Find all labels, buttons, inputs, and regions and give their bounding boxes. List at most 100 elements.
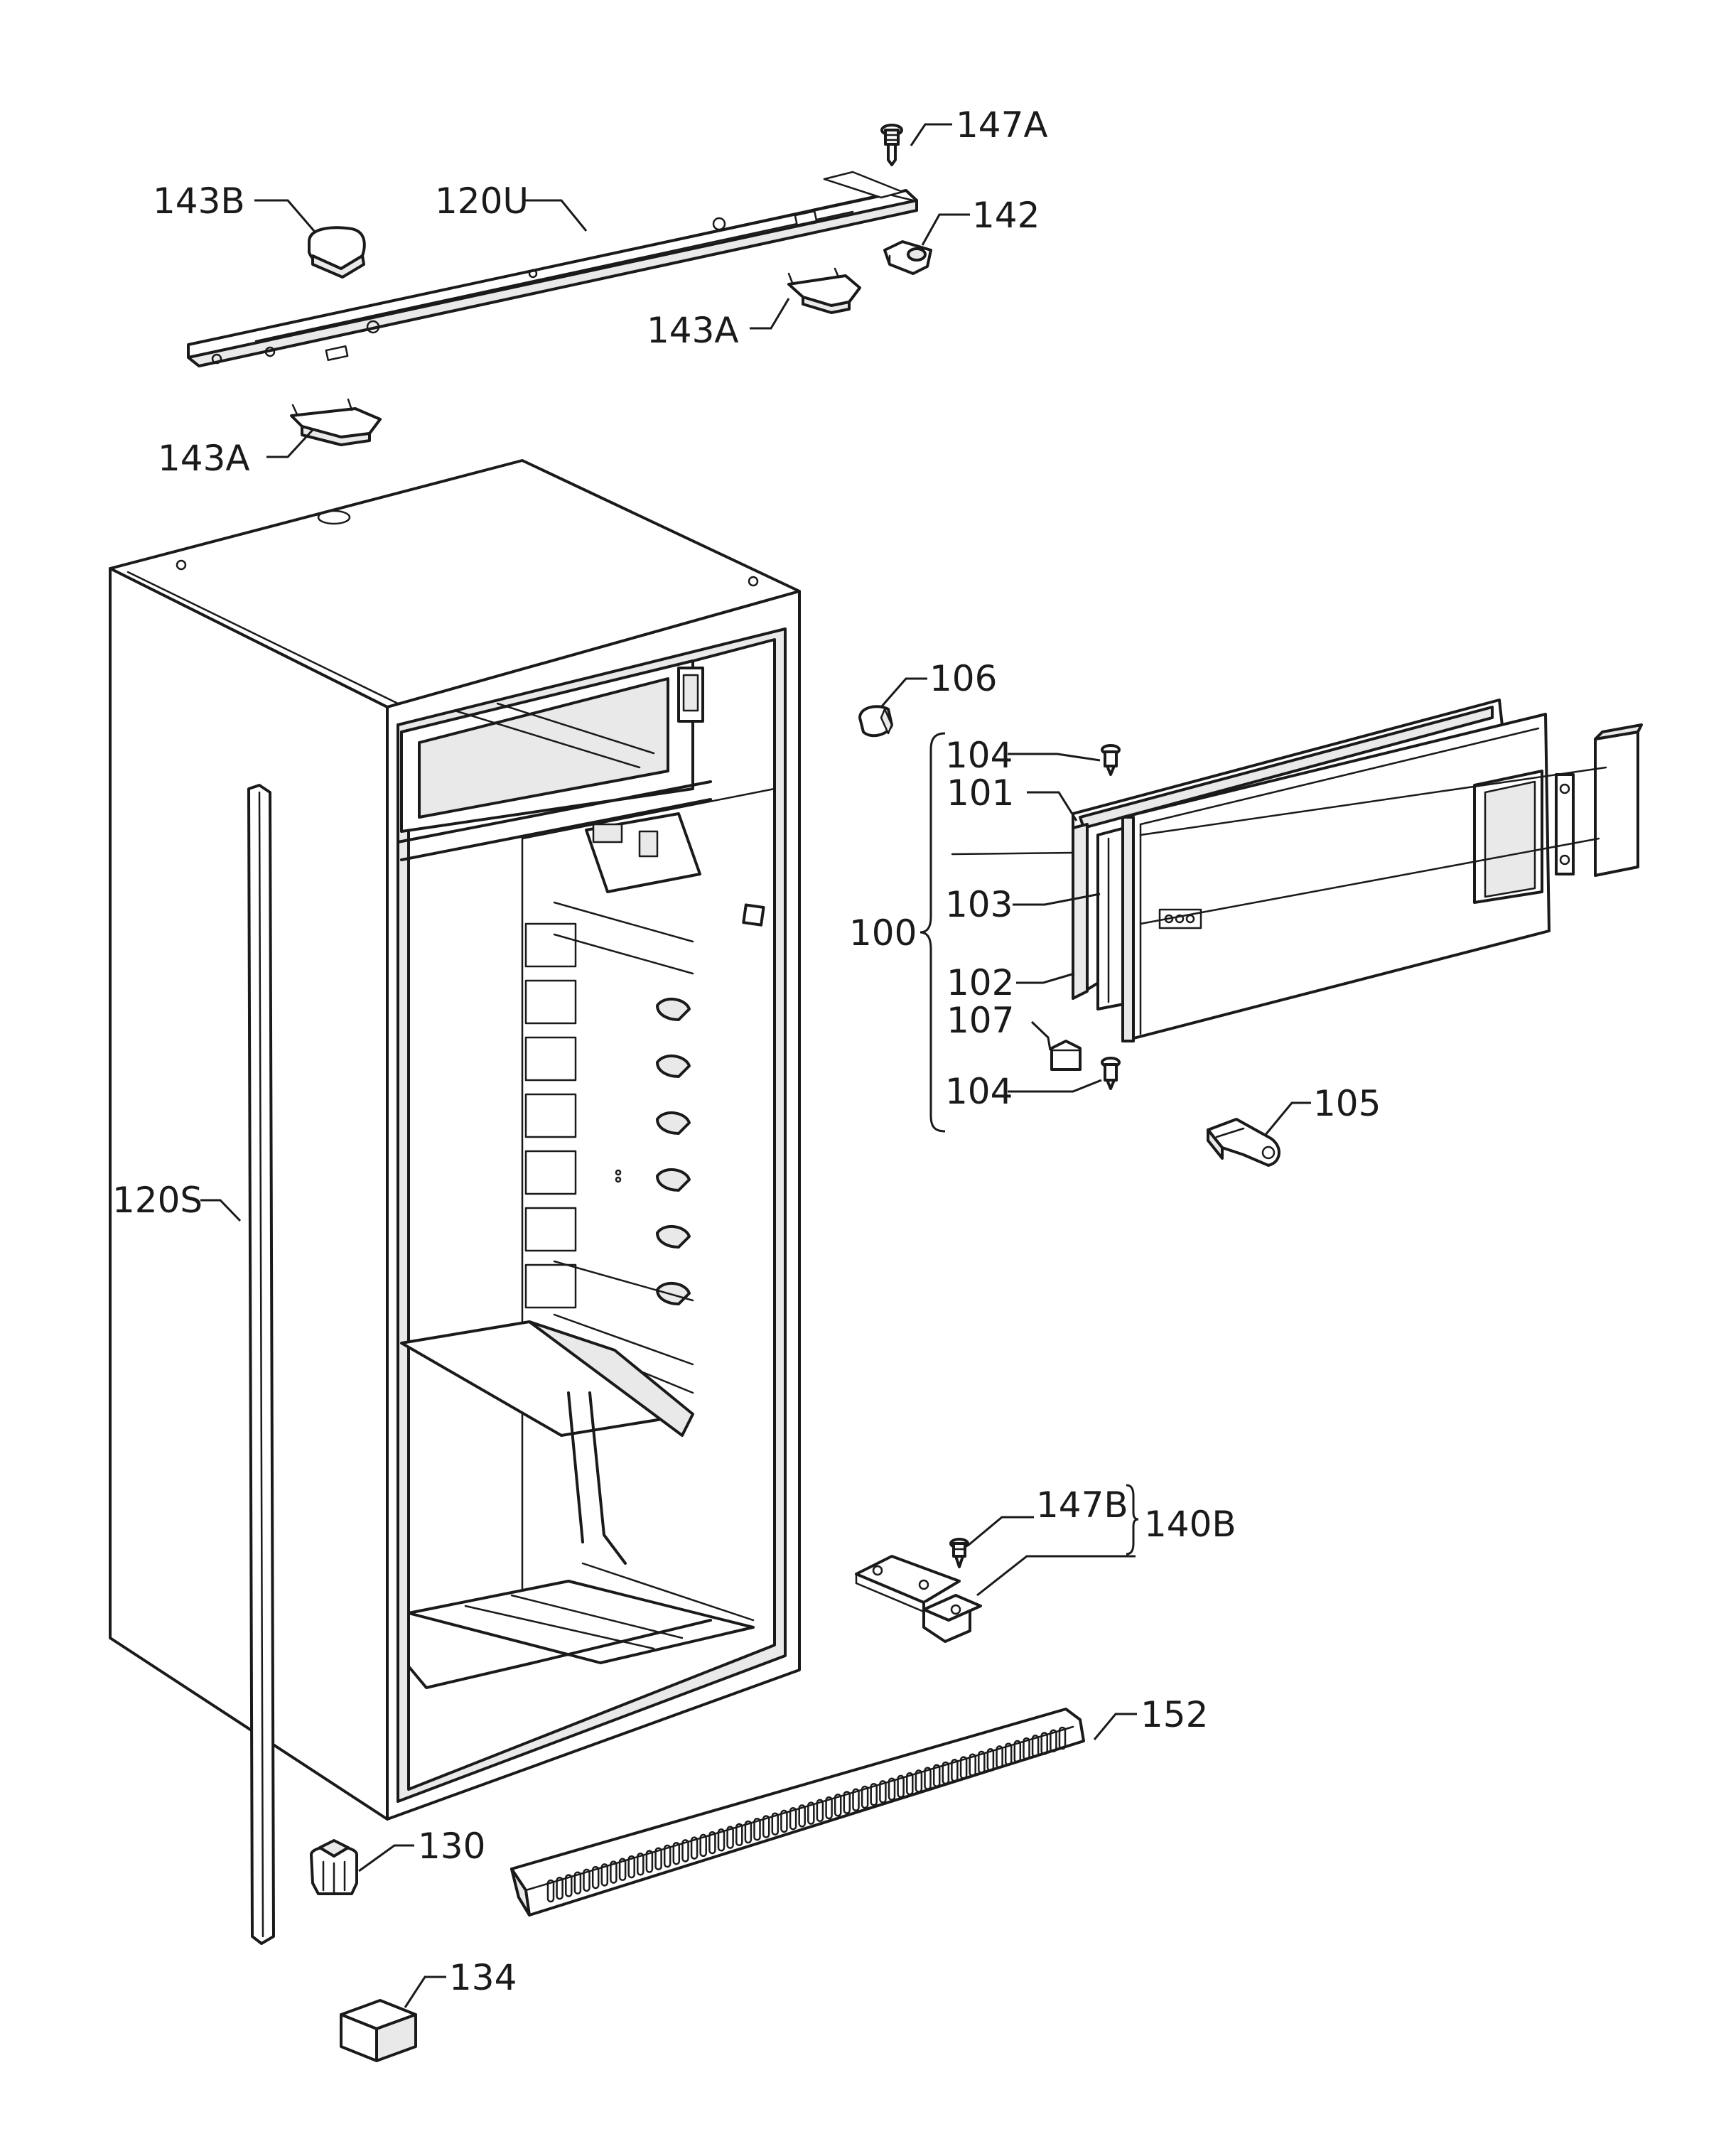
grille-slot [708,1831,716,1855]
grille-slot [565,1874,573,1897]
grille-slot [932,1764,941,1788]
grille-slot [807,1801,815,1825]
grille-slot [915,1769,923,1793]
grille-slot [897,1774,905,1799]
grille-slot [771,1812,780,1836]
cabinet-body [109,459,801,1821]
label-104-top: 104 [945,735,1013,776]
grille-slot [789,1806,797,1831]
grille-slot [986,1747,995,1772]
label-130: 130 [418,1826,485,1867]
grille-slot [672,1841,681,1865]
grille-slot [654,1847,662,1870]
label-134: 134 [449,1957,517,1998]
grille-slot [798,1804,806,1828]
grille-slot [852,1788,860,1812]
cover-143A-left [290,398,382,446]
grille-slot [753,1817,761,1841]
label-101: 101 [947,772,1014,814]
grille-slot [1004,1742,1013,1766]
grille-slots [546,1726,1067,1903]
grille-slot [996,1745,1003,1769]
grille-slot [627,1855,635,1879]
grille-slot [690,1836,699,1860]
grille-slot [645,1850,654,1873]
grille-slot [906,1772,914,1796]
grille-slot [978,1750,986,1774]
grille-slot [1040,1732,1048,1755]
grille-slot [843,1791,851,1814]
grille-slot [1031,1735,1040,1758]
stop-107 [1050,1040,1082,1071]
grille-slot [591,1865,600,1890]
grille-slot [924,1767,932,1790]
label-103: 103 [945,884,1013,925]
grille-slot [1058,1726,1067,1750]
shelf-rib-guides [524,922,577,1309]
label-152: 152 [1140,1694,1208,1735]
label-147A: 147A [956,104,1048,146]
leader-lines [200,123,1311,2008]
label-147B: 147B [1036,1484,1128,1526]
grille-slot [879,1780,887,1804]
side-trim-120S [247,784,275,1945]
grille-slot [834,1794,842,1817]
bottom-hinge-140B [855,1555,982,1643]
grille-slot [637,1853,645,1876]
freezer-door-assembly-100 [951,699,1643,1042]
grille-slot [583,1868,591,1892]
grille-slot [610,1860,618,1884]
grille-slot [888,1777,896,1801]
label-104-bottom: 104 [945,1071,1013,1112]
grille-slot [969,1753,976,1777]
latch-105 [1207,1118,1280,1167]
label-102: 102 [947,962,1014,1003]
label-106: 106 [929,658,997,699]
kickplate-grille-152 [510,1708,1085,1917]
cap-143B [308,226,366,279]
grille-slot [959,1756,968,1779]
grille-slot [618,1858,627,1882]
grille-slot [744,1820,753,1844]
foot-block-134 [340,1999,417,2062]
grille-slot [556,1876,563,1900]
grille-slot [1050,1729,1057,1753]
grille-slot [735,1823,743,1847]
screw-147B [949,1538,969,1568]
grille-slot [762,1815,770,1838]
grille-slot [825,1796,833,1820]
levelling-foot-130 [310,1839,358,1895]
label-120U: 120U [435,180,529,222]
top-hinge-bar-120U [187,171,918,367]
grille-slot [1023,1737,1030,1761]
bushing-142 [883,240,932,275]
label-107: 107 [947,1000,1014,1041]
shelf-supports [656,997,691,1305]
part-labels: 147A 143B 120U 142 143A 143A 106 104 101… [112,104,1381,1998]
screw-104-bottom [1101,1057,1121,1090]
grille-slot [870,1782,878,1806]
grille-slot [681,1839,689,1863]
label-140B: 140B [1144,1504,1236,1545]
label-143B: 143B [153,180,245,222]
grille-slot [951,1759,959,1782]
grille-slot [1013,1740,1022,1764]
grille-slot [861,1785,869,1809]
label-120S: 120S [112,1180,203,1221]
grille-slot [546,1879,555,1903]
screw-104-top [1101,744,1121,776]
grille-slot [942,1761,950,1785]
label-100: 100 [849,912,917,954]
grille-slot [726,1826,734,1849]
grille-slot [717,1828,726,1852]
screw-147A [880,124,903,166]
grille-slot [663,1844,672,1868]
grille-slot [780,1809,788,1833]
cap-106 [858,705,893,738]
cover-143A-top [787,267,861,314]
label-105: 105 [1313,1083,1381,1124]
grille-slot [573,1871,582,1894]
grille-slot [816,1799,824,1823]
label-143A-left: 143A [158,438,250,479]
